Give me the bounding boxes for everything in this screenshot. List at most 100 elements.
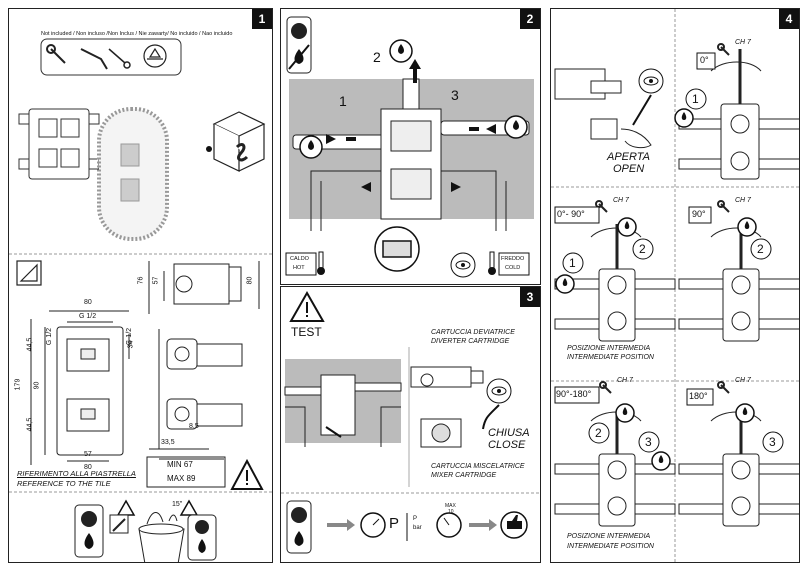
panel-number: 3 [520,287,540,307]
wrench-small-icon [109,514,129,534]
panel-1-drawing [9,38,272,562]
shutoff-off-icon [286,16,312,74]
cold-label-box [498,252,530,276]
dim-179: 179 [14,378,22,391]
eye-icon [450,252,476,278]
arrow-close [482,404,500,430]
time-label: 15" [172,501,183,508]
max-label: MAX 89 [167,474,196,483]
angle-90-180: 90°-180° [556,389,592,399]
dim-80-top: 80 [84,299,92,306]
dim-80-side: 80 [246,276,254,285]
bucket-illustration [138,512,185,562]
dim-76: 76 [137,276,145,285]
profile-view-drawing [146,329,243,488]
dim-8-5: 8,5 [189,423,199,430]
water-drop-icon [617,217,637,237]
step-2: 2 [639,242,646,256]
step-2: 2 [757,242,764,256]
intermediate-en-2: INTERMEDIATE POSITION [567,543,654,550]
dim-g12-top: G 1/2 [79,313,97,320]
hot-it: CALDO [290,256,309,262]
mixer-en: MIXER CARTRIDGE [431,472,497,479]
step-1-label: 1 [339,93,347,109]
rotation-arc-3 [710,227,762,238]
water-drop-icon [555,274,575,294]
rotation-arc-1 [710,61,762,72]
min-label: MIN 67 [167,460,193,469]
flow-arrows [326,59,496,192]
dim-34: 34 [127,340,135,349]
arrow-right-2 [469,519,497,531]
warning-small-icon-2 [179,499,199,516]
ch7-label: CH 7 [613,197,629,204]
mixer-it: CARTUCCIA MISCELATRICE [431,463,525,470]
p-bar: bar [413,525,422,531]
valve-body-3 [678,224,799,342]
open-cartridge-illustration [554,68,622,140]
screwdriver-icon [108,48,131,69]
hex-key-icon [80,48,108,70]
shutoff-icon-2 [187,514,217,561]
step-1: 1 [569,256,576,270]
diverter-en: DIVERTER CARTRIDGE [431,338,510,345]
level-icon [143,44,167,68]
dim-80-mid: 80 [84,464,92,471]
close-en: CLOSE [488,439,526,451]
hot-en: HOT [293,265,305,271]
wrench-icon [717,43,730,56]
wrench-icon [599,381,612,394]
intermediate-it-1: POSIZIONE INTERMEDIA [567,345,651,352]
thumbs-up-icon [500,511,528,539]
step-3-label: 3 [451,87,459,103]
wrench-icon [717,200,730,213]
not-included-text: Not included / Non incluso /Non Inclus /… [41,31,233,37]
dot-marker [206,146,212,152]
panel-1: 1 Not included / Non incluso /Non Inclus… [8,8,273,563]
arrow-right-1 [327,519,355,531]
pressure-gauge-icon [360,512,386,538]
water-drop-icon-left [299,135,323,159]
water-drop-icon [735,403,755,423]
water-drop-icon-right [504,115,528,139]
panel-3: 3 TEST CARTUCCIA DEVIA [280,286,541,563]
step-3: 3 [645,435,652,449]
water-drop-icon [615,403,635,423]
panel-number: 4 [779,9,799,29]
thermometer-hot-icon [317,251,325,275]
ch7-label: CH 7 [617,377,633,384]
dim-33-5: 33,5 [161,439,175,446]
water-drop-icon [674,108,694,128]
arrow-open [632,94,652,126]
diverter-it: CARTUCCIA DEVIATRICE [431,329,515,336]
intermediate-en-1: INTERMEDIATE POSITION [567,354,654,361]
dim-g12-left: G 1/2 [46,327,54,346]
shutoff-icon [74,504,104,558]
cold-it: FREDDO [501,256,525,262]
test-valve [284,374,402,447]
open-en: OPEN [613,163,645,175]
valve-body-1 [678,49,799,180]
dim-57-bot: 57 [84,451,92,458]
panel-number: 1 [252,9,272,29]
warning-icon [289,290,325,322]
arrow-to-valve [325,426,342,438]
panel-2-drawing [285,16,534,278]
side-view-drawing [148,261,260,314]
panel-2: 2 [280,8,541,285]
panel-3-drawing [281,290,540,554]
angle-0-90: 0°- 90° [557,209,585,219]
diverter-cartridge [410,366,484,388]
warning-small-icon-1 [116,499,136,516]
step-2-label: 2 [373,49,381,65]
set-square-icon [16,260,42,286]
max-label: MAX [445,503,456,509]
warning-icon [230,458,264,490]
wrench-icon [46,44,66,64]
water-drop-icon [737,217,757,237]
rotation-arc-2 [590,227,642,238]
max-val: 10 [448,509,454,515]
ch7-label: CH 7 [735,197,751,204]
hand-illustration [620,128,652,149]
shutoff-on-icon [286,500,312,554]
